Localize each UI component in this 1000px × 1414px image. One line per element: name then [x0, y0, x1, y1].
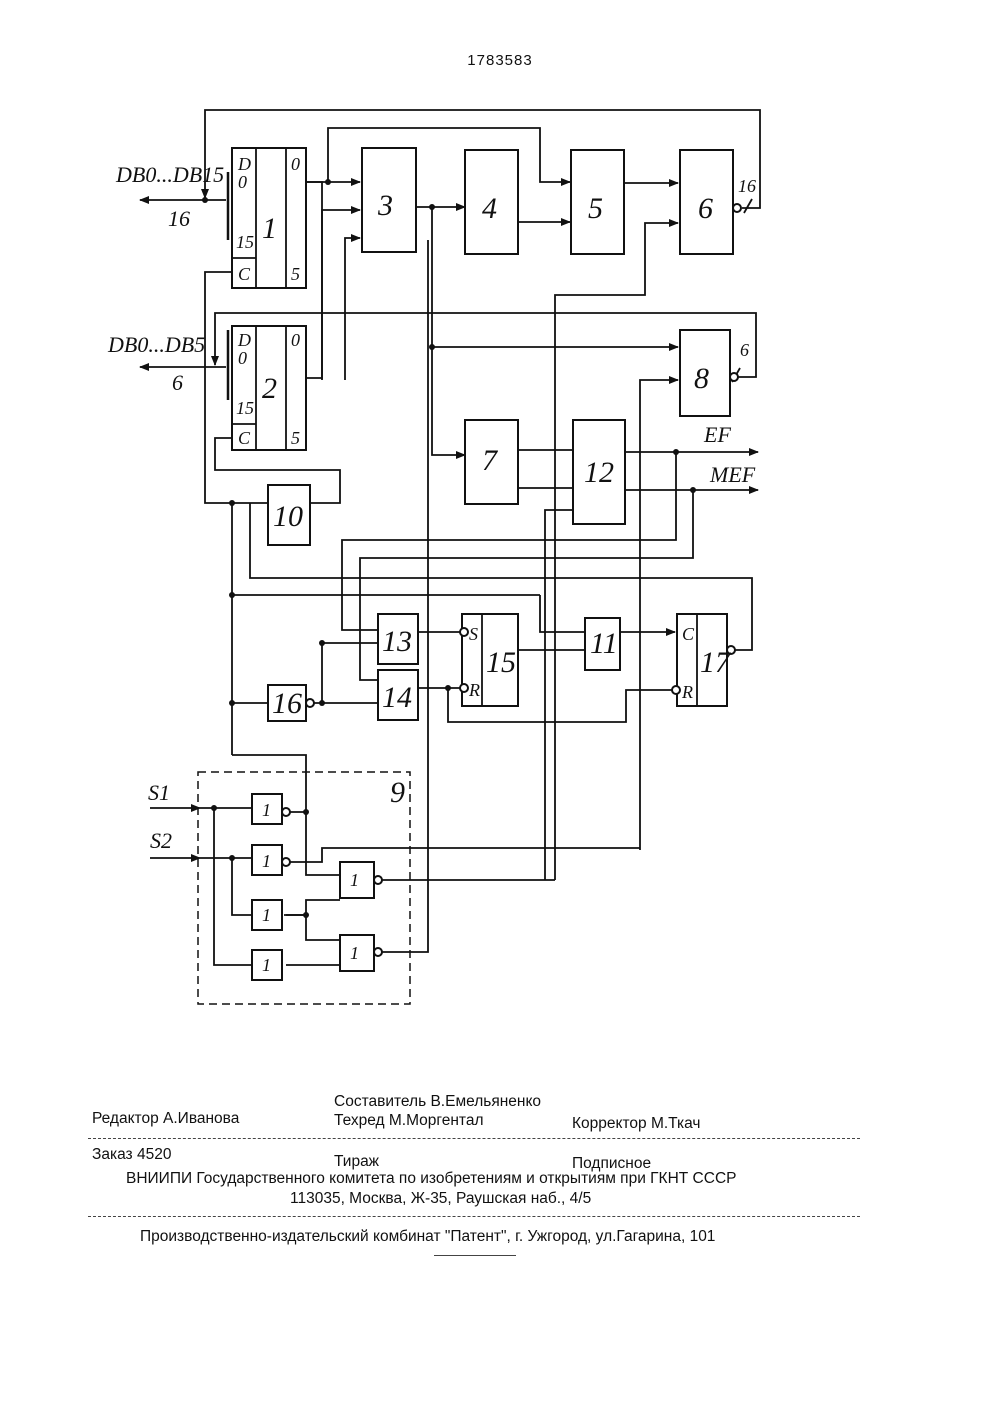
bus-width-6: 6 [740, 340, 749, 360]
svg-text:1: 1 [262, 800, 271, 820]
register-1: D 0 15 C 0 5 1 [232, 148, 306, 288]
input-s1: S1 [148, 780, 170, 805]
techred: Техред М.Моргентал [334, 1112, 484, 1130]
bus1-label: DB0...DB15 [115, 162, 224, 187]
svg-text:1: 1 [262, 905, 271, 925]
reg2-pin-d: D [237, 330, 251, 350]
reg1-pin-0: 0 [238, 172, 247, 192]
svg-text:13: 13 [382, 625, 412, 658]
block-6: 6 16 [680, 150, 756, 254]
order: Заказ 4520 [92, 1146, 171, 1164]
svg-text:8: 8 [694, 362, 709, 395]
block-17: C R 17 [672, 614, 735, 706]
bus1-width: 16 [168, 206, 190, 231]
svg-text:10: 10 [273, 500, 303, 533]
circuit-diagram: D 0 15 C 0 5 1 D 0 15 C 0 5 2 3 4 5 6 16… [0, 0, 1000, 1060]
composer: Составитель В.Емельяненко [334, 1093, 541, 1111]
output-ef: EF [703, 422, 731, 447]
divider-top [88, 1138, 860, 1139]
svg-text:5: 5 [588, 192, 603, 225]
svg-text:S: S [469, 624, 478, 644]
block-4: 4 [465, 150, 518, 254]
block-1-label: 1 [262, 212, 277, 245]
svg-text:R: R [468, 680, 480, 700]
reg1-pin-c: C [238, 264, 251, 284]
divider-bottom [88, 1216, 860, 1217]
reg1-pin-15: 15 [236, 232, 254, 252]
block-16: 16 [268, 685, 314, 721]
reg2-pin-0: 0 [238, 348, 247, 368]
bus-width-16: 16 [738, 176, 756, 196]
block-3: 3 [362, 148, 416, 252]
svg-text:6: 6 [698, 192, 713, 225]
publisher-line2: 113035, Москва, Ж-35, Раушская наб., 4/5 [290, 1190, 591, 1208]
svg-text:1: 1 [262, 851, 271, 871]
edition: Тираж [334, 1153, 379, 1171]
block-12: 12 [573, 420, 625, 524]
svg-text:4: 4 [482, 192, 497, 225]
block-9: 9 1 1 1 1 1 1 [198, 772, 410, 1004]
bus2-width: 6 [172, 370, 183, 395]
svg-text:3: 3 [377, 189, 393, 222]
block-14: 14 [378, 670, 418, 720]
block-11: 11 [585, 618, 620, 670]
svg-text:7: 7 [482, 444, 499, 477]
svg-text:16: 16 [272, 687, 302, 720]
svg-text:1: 1 [262, 955, 271, 975]
publisher-line1: ВНИИПИ Государственного комитета по изоб… [126, 1170, 736, 1188]
block-5: 5 [571, 150, 624, 254]
block-2-label: 2 [262, 372, 277, 405]
register-2: D 0 15 C 0 5 2 [232, 326, 306, 450]
svg-text:1: 1 [350, 870, 359, 890]
bus2-label: DB0...DB5 [107, 332, 205, 357]
printer: Производственно-издательский комбинат "П… [140, 1228, 715, 1246]
svg-text:11: 11 [590, 627, 618, 660]
output-mef: MEF [709, 462, 756, 487]
svg-text:1: 1 [350, 943, 359, 963]
svg-text:9: 9 [390, 776, 405, 809]
block-10: 10 [268, 485, 310, 545]
reg1-out-0: 0 [291, 154, 300, 174]
svg-text:12: 12 [584, 456, 614, 489]
short-rule [434, 1255, 516, 1256]
reg2-pin-c: C [238, 428, 251, 448]
reg1-pin-d: D [237, 154, 251, 174]
reg2-out-5: 5 [291, 428, 300, 448]
reg2-pin-15: 15 [236, 398, 254, 418]
block-7: 7 [465, 420, 518, 504]
svg-text:14: 14 [382, 681, 412, 714]
corrector: Корректор М.Ткач [572, 1115, 700, 1133]
svg-text:C: C [682, 624, 695, 644]
block-8: 8 6 [680, 330, 749, 416]
svg-text:17: 17 [700, 646, 732, 679]
editor: Редактор А.Иванова [92, 1110, 239, 1128]
reg2-out-0: 0 [291, 330, 300, 350]
svg-text:15: 15 [486, 646, 516, 679]
reg1-out-5: 5 [291, 264, 300, 284]
input-s2: S2 [150, 828, 172, 853]
block-13: 13 [378, 614, 418, 664]
block-15: S R 15 [460, 614, 518, 706]
svg-text:R: R [681, 682, 693, 702]
